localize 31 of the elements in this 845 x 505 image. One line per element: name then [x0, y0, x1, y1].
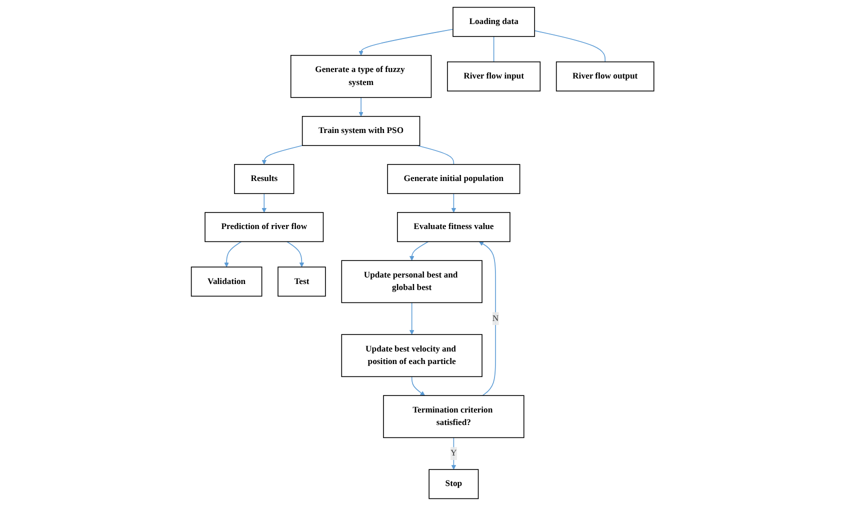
arrow: [262, 144, 303, 164]
arrow: [358, 96, 364, 116]
node-box: Evaluate fitness value: [396, 212, 510, 242]
edge-label: N: [492, 313, 499, 322]
arrow: [262, 192, 266, 212]
node-box: Stop: [428, 468, 479, 499]
arrow: [478, 240, 496, 396]
connector: [416, 144, 454, 164]
connector: [493, 36, 494, 62]
arrow: [411, 376, 425, 396]
node-box: Termination criterion satisfied?: [383, 394, 524, 438]
node-box: Update best velocity and position of each particle: [341, 334, 482, 377]
arrow: [358, 28, 454, 56]
node-box: Train system with PSO: [302, 115, 420, 146]
node-box: Update personal best and global best: [341, 260, 482, 303]
node-box: Validation: [190, 266, 262, 296]
node-box: Test: [278, 266, 326, 296]
node-box: River flow output: [556, 60, 654, 91]
node-box: Prediction of river flow: [204, 212, 324, 242]
arrow: [451, 192, 456, 212]
arrow: [409, 240, 429, 260]
arrow: [224, 240, 242, 267]
node-box: Loading data: [452, 6, 535, 36]
arrow: [409, 302, 414, 334]
node-box: Results: [234, 164, 294, 194]
connector: [534, 30, 606, 62]
edge-label: Y: [450, 448, 457, 458]
node-box: River flow input: [446, 60, 540, 91]
node-box: Generate initial population: [387, 164, 520, 194]
arrow: [286, 240, 304, 267]
node-box: Generate a type of fuzzy system: [290, 54, 432, 98]
